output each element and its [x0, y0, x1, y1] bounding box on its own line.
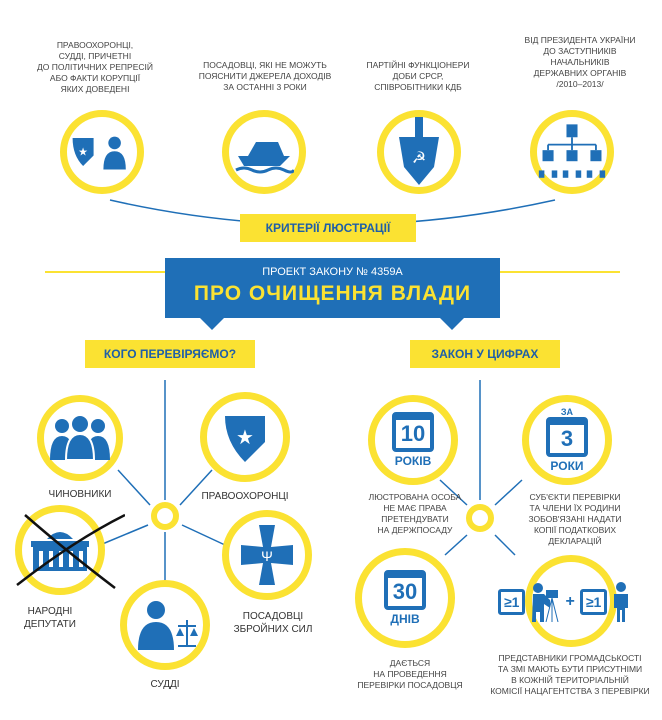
criteria-text-4: Від президента Українидо заступниківнача…: [524, 35, 636, 89]
svg-text:★: ★: [78, 147, 88, 159]
min-one-badge: ≥1: [498, 589, 526, 615]
svg-text:★: ★: [236, 427, 254, 449]
badge-judge-icon: ★: [60, 110, 144, 194]
yacht-icon: [222, 110, 306, 194]
min-one-badge: ≥1: [579, 589, 608, 615]
banner-pointer-left: [200, 318, 224, 330]
prefix-label: ЗА: [560, 407, 574, 417]
cross-out-mark: [16, 513, 125, 589]
hierarchy-icon: [530, 110, 614, 194]
criteria-text-2: Посадовці, які не можутьпояснити джерела…: [198, 60, 332, 92]
unit-label: РОКІВ: [394, 454, 432, 468]
banner-pointer-right: [440, 318, 464, 330]
plus-sign: +: [565, 593, 575, 610]
criteria-label: КРИТЕРІЇ ЛЮСТРАЦІЇ: [240, 214, 416, 242]
svg-text:☭: ☭: [412, 150, 426, 167]
calendar-icon: 3: [546, 417, 588, 457]
commission-ring: [525, 555, 617, 647]
who-officials-label: Чиновники: [48, 489, 112, 500]
camera-operator-icon: [532, 583, 559, 622]
numbers-text-2: Суб'єкти перевіркита члени їх родинизобо…: [528, 492, 622, 546]
trident-cross-icon: Ψ: [222, 510, 312, 600]
commission-formula: ≥1 + ≥1: [498, 582, 630, 622]
who-police-label: Правоохоронці: [201, 491, 289, 502]
person-icon: [614, 582, 629, 622]
criteria-text-3: Партійні функціонеридоби СРСР,співробітн…: [366, 60, 470, 92]
who-military-label: Посадовцізбройних сил: [233, 611, 313, 635]
calendar-icon: 30: [384, 570, 426, 610]
police-badge-icon: ★: [200, 392, 290, 482]
criteria-text-1: Правоохоронці,судді, причетнідо політичн…: [37, 40, 153, 94]
who-judges-label: Судді: [150, 679, 180, 690]
who-deputies-label: Народнідепутати: [24, 606, 76, 630]
officials-icon: [37, 395, 123, 481]
unit-label: РОКИ: [550, 459, 584, 473]
svg-text:Ψ: Ψ: [261, 548, 273, 564]
banner-title: ПРО ОЧИЩЕННЯ ВЛАДИ: [193, 282, 472, 305]
kgb-shield-icon: ☭: [377, 110, 461, 194]
numbers-text-3: Даєтьсяна проведенняперевірки посадовця: [357, 658, 463, 690]
numbers-label: ЗАКОН У ЦИФРАХ: [410, 340, 560, 368]
unit-label: ДНІВ: [390, 612, 420, 626]
calendar-icon: 10: [392, 412, 434, 452]
numbers-text-4: Представники громадськостіта ЗМІ мають б…: [490, 653, 650, 696]
main-banner: ПРОЕКТ ЗАКОНУ № 4359А ПРО ОЧИЩЕННЯ ВЛАДИ: [165, 258, 500, 318]
judge-icon: [120, 580, 210, 670]
numbers-text-1: Люстрована особане має правапретендувати…: [368, 492, 462, 535]
banner-subtitle: ПРОЕКТ ЗАКОНУ № 4359А: [262, 266, 403, 278]
who-label: КОГО ПЕРЕВІРЯЄМО?: [85, 340, 255, 368]
